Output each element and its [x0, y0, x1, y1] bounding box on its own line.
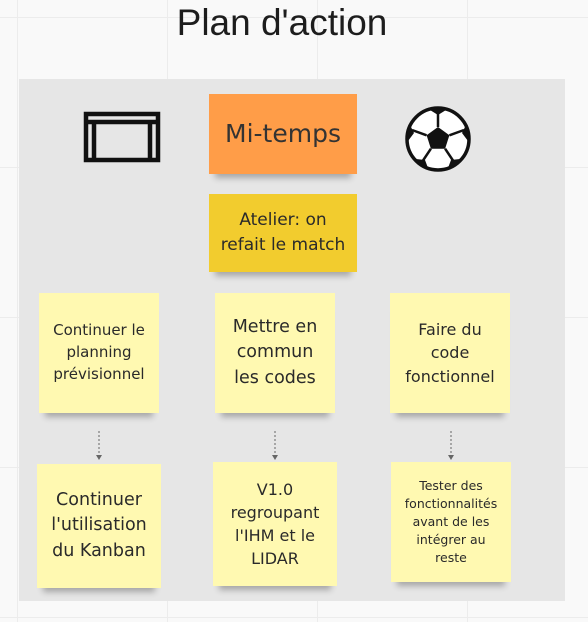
sticky-mettre-en-commun[interactable]: Mettre en commun les codes [215, 293, 335, 413]
soccer-ball-icon [405, 106, 471, 172]
sticky-mi-temps-text: Mi-temps [225, 118, 341, 148]
connector-arrow-2 [272, 431, 278, 460]
sticky-planning-text: Continuer le planning prévisionnel [53, 321, 145, 383]
goal-icon [83, 111, 161, 163]
sticky-tester-text: Tester des fonctionnalités avant de les … [404, 477, 498, 566]
sticky-kanban-text: Continuer l'utilisation du Kanban [51, 489, 147, 561]
page-title: Plan d'action [176, 2, 388, 43]
connector-arrow-3 [448, 431, 454, 460]
sticky-atelier-text: Atelier: on refait le match [220, 210, 346, 255]
sticky-code-fonctionnel-text: Faire du code fonctionnel [405, 320, 495, 386]
sticky-mi-temps[interactable]: Mi-temps [209, 94, 357, 174]
sticky-v1-ihm-lidar-text: V1.0 regroupant l'IHM et le LIDAR [230, 479, 320, 569]
sticky-atelier[interactable]: Atelier: on refait le match [209, 194, 357, 272]
sticky-kanban[interactable]: Continuer l'utilisation du Kanban [37, 464, 161, 588]
connector-arrow-1 [96, 431, 102, 460]
sticky-code-fonctionnel[interactable]: Faire du code fonctionnel [390, 293, 510, 413]
sticky-planning[interactable]: Continuer le planning prévisionnel [39, 293, 159, 413]
sticky-mettre-en-commun-text: Mettre en commun les codes [232, 316, 318, 388]
sticky-v1-ihm-lidar[interactable]: V1.0 regroupant l'IHM et le LIDAR [213, 462, 337, 586]
sticky-tester[interactable]: Tester des fonctionnalités avant de les … [391, 462, 511, 582]
